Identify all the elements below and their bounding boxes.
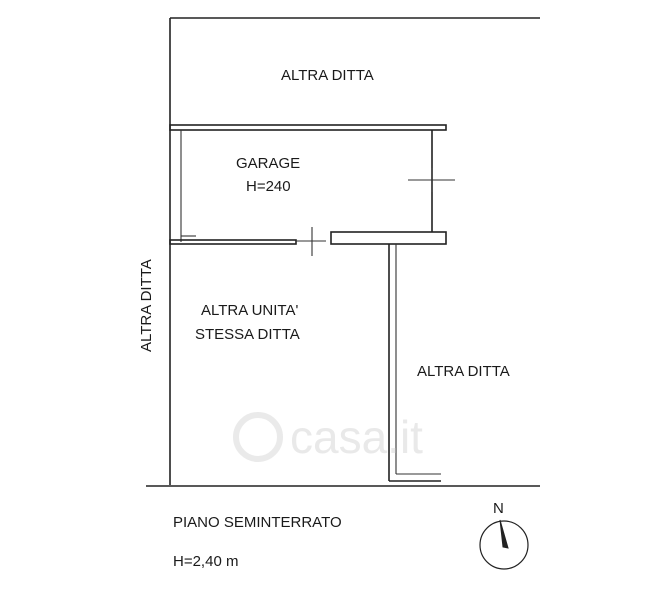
label-floor-name: PIANO SEMINTERRATO [173,514,342,531]
casa-house-logo-icon [233,412,283,462]
garage-top-wall [169,124,447,131]
compass-needle-icon [499,519,509,549]
north-label: N [493,500,504,517]
label-altra-ditta-left: ALTRA DITTA [138,259,155,352]
garage-bottom-wall-right [330,231,447,245]
compass-circle-icon [479,520,529,570]
label-altra-unita: ALTRA UNITA' [201,302,298,319]
label-garage: GARAGE [236,155,300,172]
outer-walls [146,17,540,487]
garage-bottom-wall-left [169,239,297,245]
watermark-text: casa.it [290,411,423,463]
label-altra-ditta-top: ALTRA DITTA [281,67,374,84]
label-garage-height: H=240 [246,178,291,195]
label-stessa-ditta: STESSA DITTA [195,326,300,343]
label-altra-ditta-right: ALTRA DITTA [417,363,510,380]
north-compass: N [479,500,529,570]
label-floor-height: H=2,40 m [173,553,238,570]
garage-walls [169,124,455,256]
watermark: casa.it [233,411,423,463]
right-partition-wall [388,244,441,482]
